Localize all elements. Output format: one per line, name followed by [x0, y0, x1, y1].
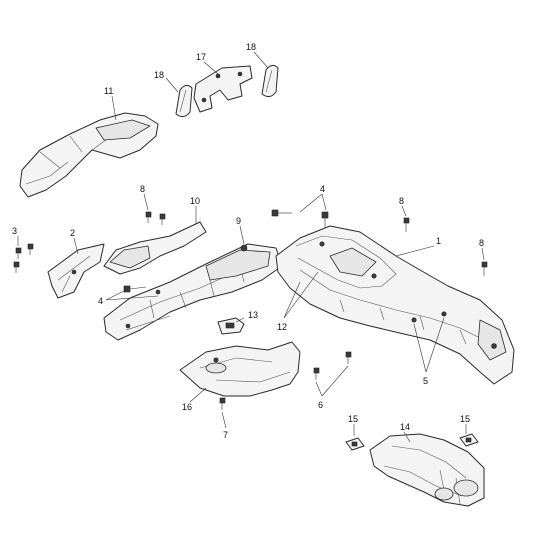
- part-8-bolt-a: [145, 211, 152, 223]
- callout-4-left: 4: [98, 296, 103, 306]
- callout-1: 1: [436, 236, 441, 246]
- callout-11: 11: [104, 86, 113, 96]
- part-8-bolt-d: [481, 261, 488, 276]
- callout-14: 14: [400, 422, 410, 432]
- part-7-bolt: [219, 397, 226, 410]
- part-14-heat-shield: [369, 433, 485, 507]
- callout-8-right: 8: [479, 238, 484, 248]
- part-2-bracket: [47, 243, 105, 299]
- callout-15-right: 15: [460, 414, 470, 424]
- part-15-nut-right: [459, 433, 479, 447]
- callout-3: 3: [12, 226, 17, 236]
- callout-8-left: 8: [140, 184, 145, 194]
- callout-labels: 1 2 3 4 4 5 6 7 8 8 8 9 10 11 12 13 14 1…: [12, 42, 484, 440]
- part-15-nut-left: [345, 437, 365, 451]
- part-3-bolt-c: [13, 261, 20, 273]
- part-11-mudguard-cover: [19, 112, 159, 198]
- part-18-pad-left: [175, 84, 193, 118]
- callout-7: 7: [223, 430, 228, 440]
- part-1-undertray: [275, 225, 515, 385]
- part-3-bolt-b: [27, 243, 34, 255]
- callout-10: 10: [190, 196, 200, 206]
- callout-16: 16: [182, 402, 192, 412]
- part-6-bolt-b: [345, 351, 352, 364]
- callout-9: 9: [236, 216, 241, 226]
- callout-15-left: 15: [348, 414, 358, 424]
- callout-13: 13: [248, 310, 258, 320]
- part-13-clip: [217, 317, 245, 335]
- callout-4-top: 4: [320, 184, 325, 194]
- callout-12: 12: [277, 322, 287, 332]
- callout-18-right: 18: [246, 42, 256, 52]
- fasteners: [13, 209, 488, 410]
- callout-2: 2: [70, 228, 75, 238]
- part-4-bolt-c: [123, 285, 147, 293]
- part-4-bolt-a: [271, 209, 292, 217]
- part-8-bolt-c: [403, 217, 410, 232]
- part-9-frame-rail: [103, 243, 283, 341]
- part-3-bolt-a: [15, 247, 22, 259]
- callout-17: 17: [196, 52, 206, 62]
- part-4-bolt-b: [321, 211, 329, 228]
- part-18-pad-right: [261, 64, 279, 98]
- callout-18-left: 18: [154, 70, 164, 80]
- callout-6: 6: [318, 400, 323, 410]
- callout-5: 5: [423, 376, 428, 386]
- callout-8-mid: 8: [399, 196, 404, 206]
- part-6-bolt-a: [313, 367, 320, 380]
- part-10-shield: [103, 221, 207, 275]
- leader-lines: [17, 51, 485, 443]
- part-16-lower-guard: [179, 341, 301, 397]
- part-8-bolt-b: [159, 213, 166, 225]
- part-17-bracket: [193, 65, 253, 113]
